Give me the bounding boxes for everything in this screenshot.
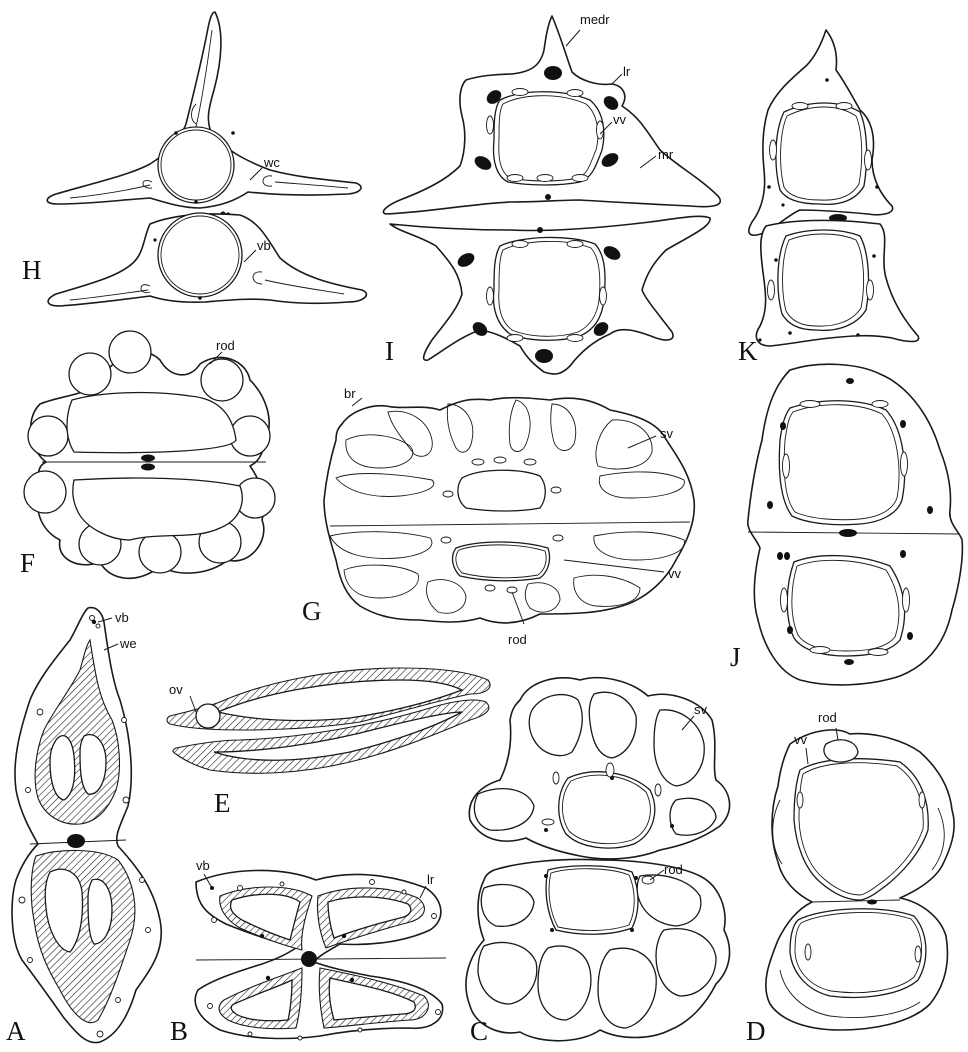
panel-letter-g: G [302, 596, 322, 626]
panel-letter-k: K [738, 336, 758, 366]
panel-letter-i: I [385, 336, 394, 366]
panel-c-diagram: sv rod C [466, 678, 730, 1046]
panel-letter-b: B [170, 1016, 188, 1046]
label-mr: mr [658, 147, 674, 162]
label-ov: ov [169, 682, 183, 697]
panel-i-diagram: medr lr vv mr I [383, 12, 720, 374]
panel-f-diagram: rod F [20, 331, 275, 578]
label-rod: rod [216, 338, 235, 353]
label-rod: rod [818, 710, 837, 725]
label-wc: wc [263, 155, 280, 170]
panel-a-diagram: vb we A [6, 608, 161, 1046]
label-sv: sv [694, 702, 708, 717]
label-vb: vb [257, 238, 271, 253]
label-br: br [344, 386, 356, 401]
label-vv: vv [794, 732, 808, 747]
panel-letter-c: C [470, 1016, 488, 1046]
label-lr: lr [427, 872, 435, 887]
panel-e-diagram: ov E [167, 668, 490, 818]
label-rod: rod [664, 862, 683, 877]
panel-letter-j: J [730, 642, 741, 672]
label-we: we [119, 636, 137, 651]
panel-g-diagram: br sv vv rod G [302, 386, 694, 647]
label-lr: lr [623, 64, 631, 79]
label-medr: medr [580, 12, 610, 27]
label-vv: vv [668, 566, 682, 581]
panel-letter-h: H [22, 255, 42, 285]
label-sv: sv [660, 426, 674, 441]
panel-letter-e: E [214, 788, 231, 818]
label-vb: vb [115, 610, 129, 625]
label-vv: vv [613, 112, 627, 127]
panel-d-diagram: rod vv D [746, 710, 954, 1046]
panel-j-diagram: J [730, 364, 962, 685]
panel-h-diagram: wc vb H [22, 12, 366, 306]
panel-b-diagram: vb lr B [170, 858, 446, 1046]
label-vb: vb [196, 858, 210, 873]
panel-k-diagram: K [738, 30, 919, 366]
panel-letter-a: A [6, 1016, 26, 1046]
panel-letter-d: D [746, 1016, 766, 1046]
label-rod: rod [508, 632, 527, 647]
panel-letter-f: F [20, 548, 35, 578]
